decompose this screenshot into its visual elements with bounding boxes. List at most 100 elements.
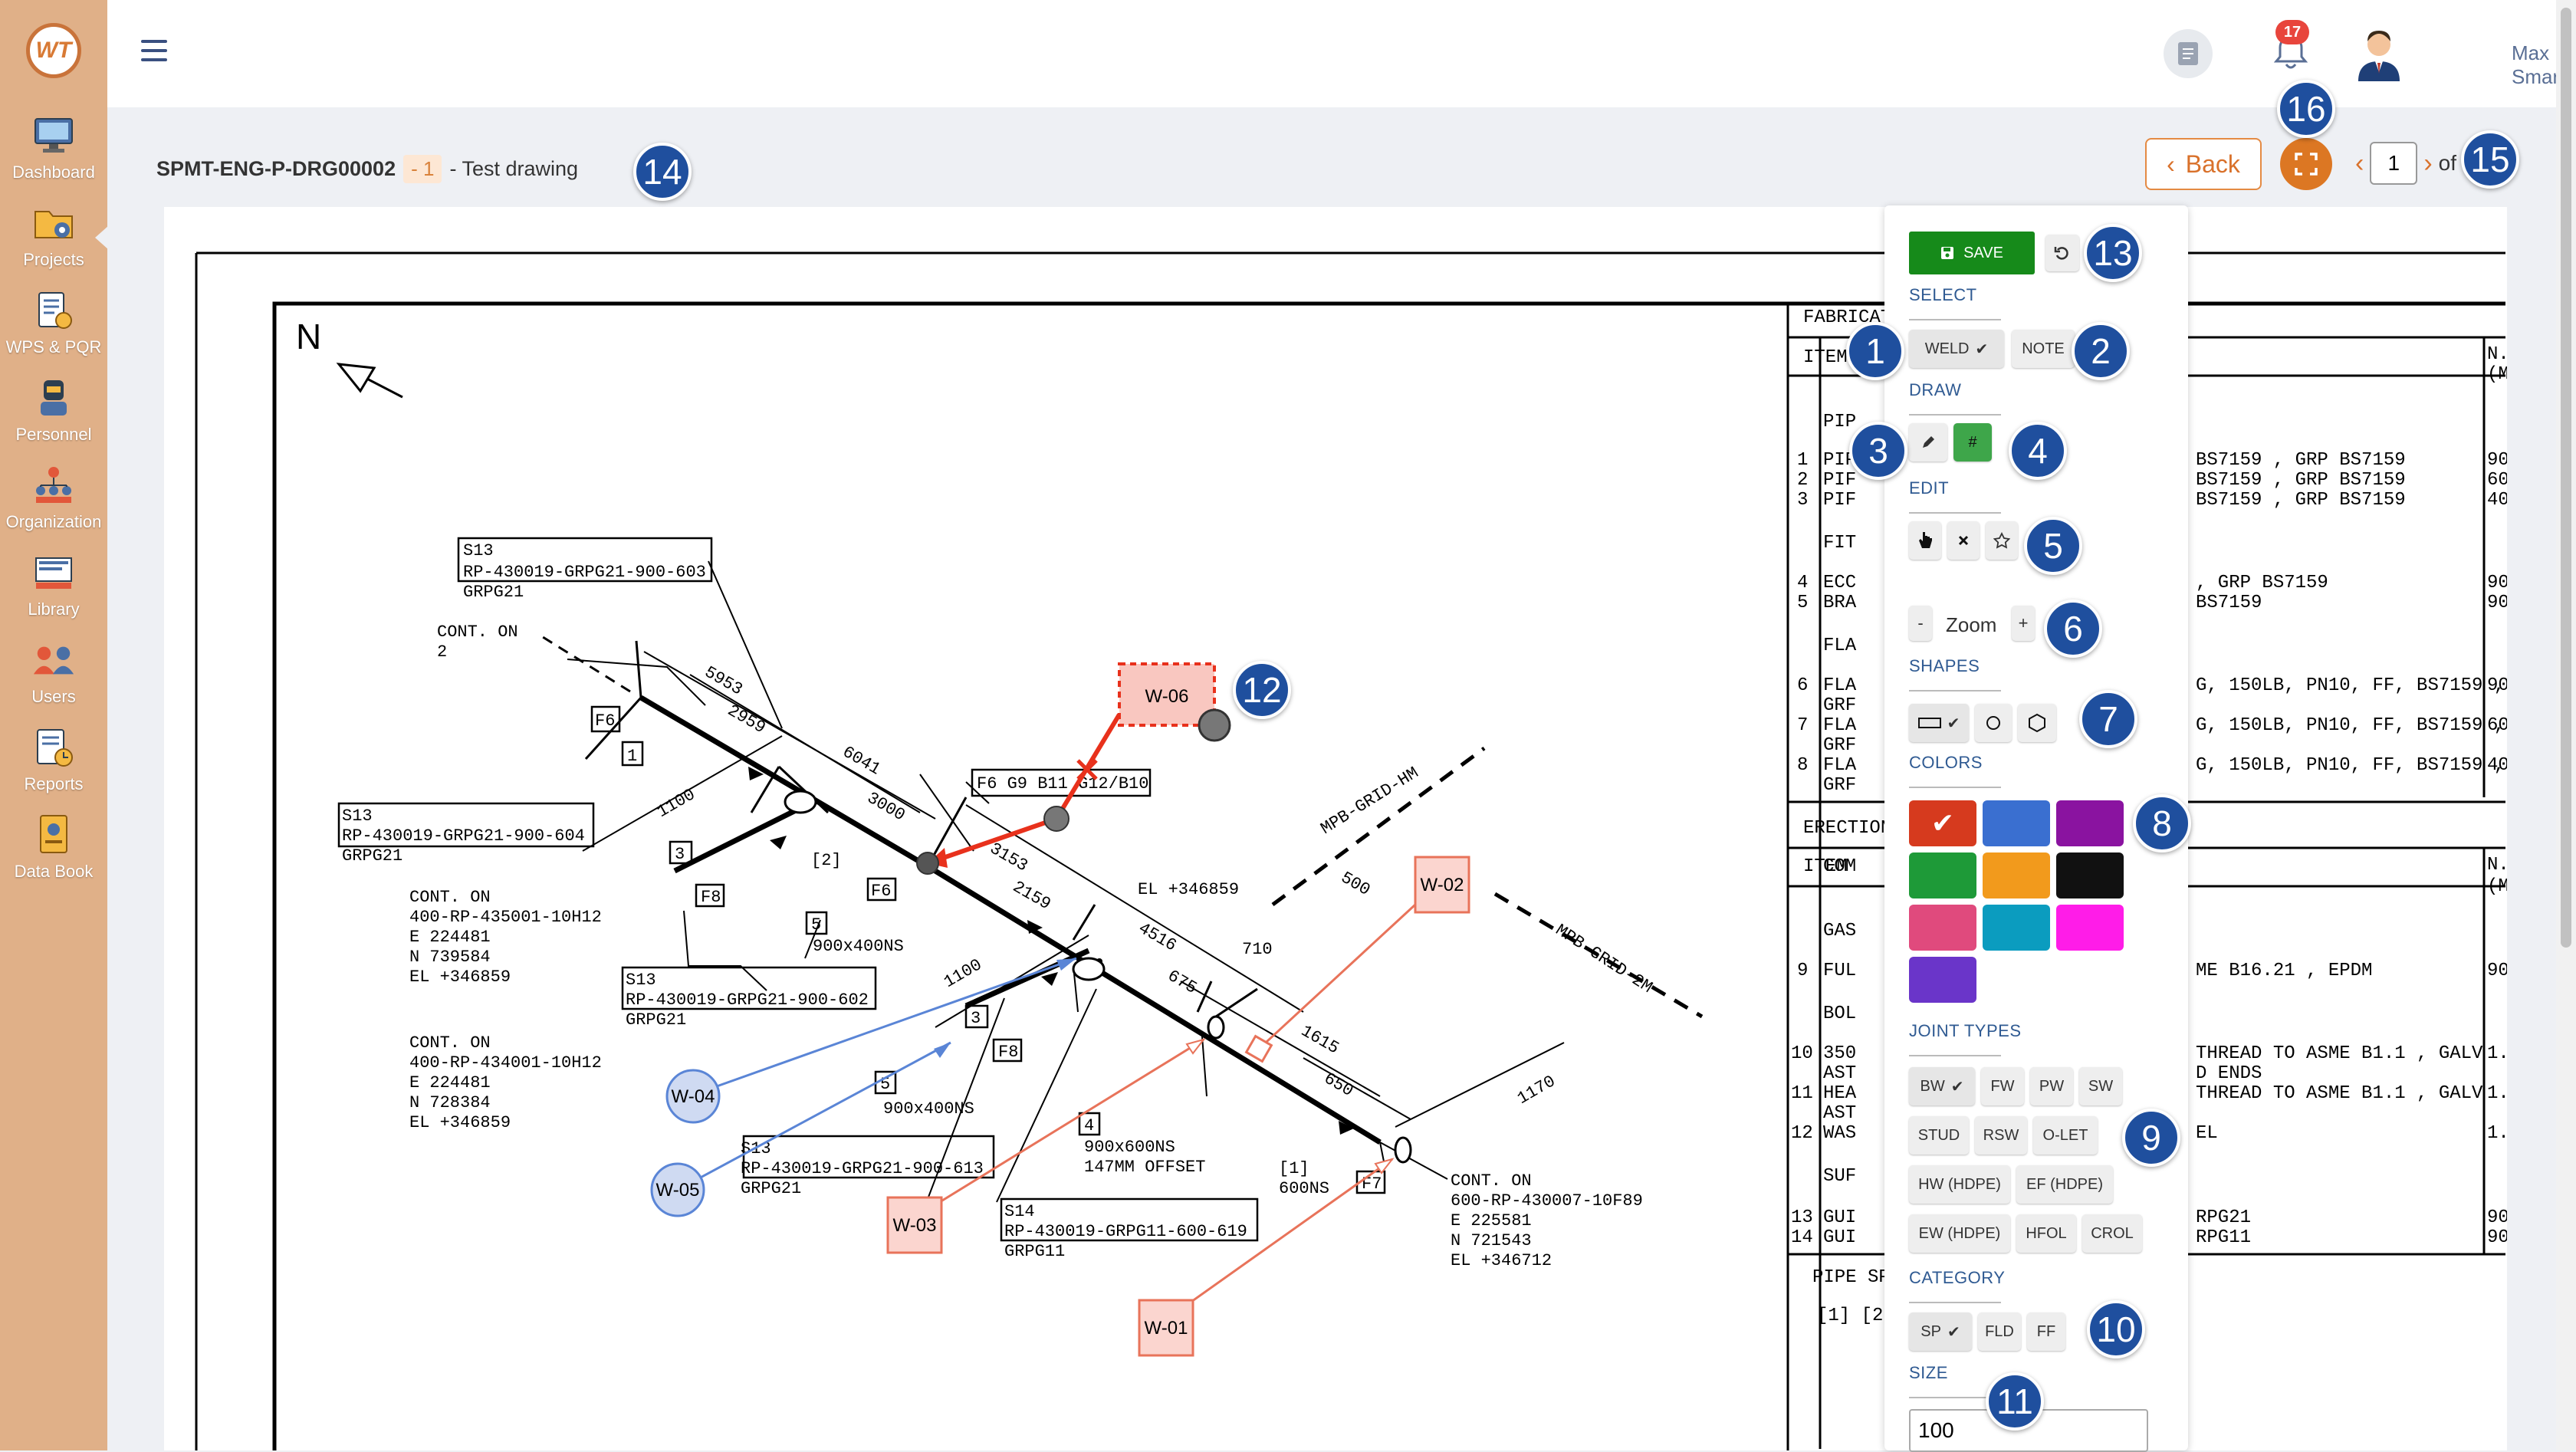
user-avatar[interactable] [2352,26,2406,81]
svg-text:WAS: WAS [1823,1123,1856,1144]
sidebar-label: Data Book [14,862,94,881]
svg-text:6041: 6041 [840,742,884,779]
svg-text:GRPG21: GRPG21 [342,846,402,866]
joint-olet-button[interactable]: O-LET [2033,1116,2098,1155]
user-name[interactable]: Max Smart [2512,41,2565,88]
svg-text:400-RP-435001-10H12: 400-RP-435001-10H12 [409,908,602,927]
joint-stud-button[interactable]: STUD [1909,1116,1969,1155]
sidebar-item-reports[interactable]: Reports [0,719,107,800]
color-swatch[interactable] [2056,905,2124,951]
shape-polygon-button[interactable] [2018,704,2056,742]
save-label: SAVE [1963,244,2003,261]
color-swatch[interactable] [1909,957,1976,1003]
sidebar-item-library[interactable]: Library [0,544,107,626]
draw-pencil-button[interactable] [1909,423,1947,462]
svg-text:12: 12 [1791,1123,1813,1144]
joint-ef-hdpe-button[interactable]: EF (HDPE) [2016,1165,2113,1204]
weld-tag-w04[interactable]: W-04 [665,1069,721,1124]
joint-ew-hdpe-button[interactable]: EW (HDPE) [1909,1214,2010,1253]
top-bar: 17 Max Smart ⌄ [107,0,2564,107]
hamburger-menu-icon[interactable] [141,40,167,63]
check-icon: ✔ [1947,715,1960,732]
sidebar-label: Projects [23,250,84,269]
svg-text:F6: F6 [871,882,891,901]
svg-text:3: 3 [1797,490,1808,511]
joint-hfol-button[interactable]: HFOL [2016,1214,2076,1253]
svg-text:FLA: FLA [1823,636,1857,656]
svg-text:EL +346859: EL +346859 [409,967,511,987]
page-number-input[interactable] [2370,142,2418,185]
back-button[interactable]: ‹Back [2145,138,2262,190]
undo-icon [2054,247,2068,260]
svg-text:900x600NS: 900x600NS [1084,1138,1175,1157]
weld-tag-w01[interactable]: W-01 [1138,1299,1194,1357]
zoom-out-button[interactable]: - [1909,606,1932,641]
select-note-button[interactable]: NOTE [2012,330,2075,368]
category-sp-button[interactable]: SP✔ [1909,1312,1972,1351]
document-icon[interactable] [2164,29,2213,78]
edit-delete-button[interactable] [1947,521,1980,560]
weld-tag-w06[interactable]: W-06 [1118,662,1231,742]
sidebar-label: Personnel [15,425,92,444]
color-swatch[interactable] [2056,800,2124,846]
color-swatch[interactable] [2056,852,2124,898]
joint-rsw-button[interactable]: RSW [1975,1116,2027,1155]
sidebar-item-personnel[interactable]: Personnel [0,370,107,451]
section-shapes-label: SHAPES [1909,656,1980,675]
sidebar-item-dashboard[interactable]: Dashboard [0,107,107,189]
callout-marker: 10 [2087,1300,2145,1358]
sidebar-item-wps-pqr[interactable]: WPS & PQR [0,282,107,363]
select-weld-button[interactable]: WELD✔ [1909,330,2004,368]
size-input[interactable] [1909,1409,2148,1452]
joint-fw-button[interactable]: FW [1981,1067,2024,1105]
svg-text:GRF: GRF [1823,735,1856,756]
svg-text:EL: EL [2196,1123,2218,1144]
svg-text:CONT. ON: CONT. ON [437,623,518,642]
category-ff-button[interactable]: FF [2027,1312,2065,1351]
category-fld-button[interactable]: FLD [1978,1312,2021,1351]
joint-sw-button[interactable]: SW [2079,1067,2122,1105]
joint-hw-hdpe-button[interactable]: HW (HDPE) [1909,1165,2010,1204]
svg-text:, GRP BS7159: , GRP BS7159 [2196,573,2328,593]
weld-tag-w05[interactable]: W-05 [650,1162,705,1217]
svg-text:PIF: PIF [1823,490,1856,511]
sidebar-item-projects[interactable]: Projects [0,195,107,276]
page-scrollbar-thumb[interactable] [2561,8,2571,948]
shape-rectangle-button[interactable]: ✔ [1909,704,1969,742]
color-swatch[interactable]: ✔ [1909,800,1976,846]
isometric-drawing[interactable]: N FABRICAT ITEM N. (M ERECTION ITEM COM … [164,207,2507,1450]
sidebar-item-organization[interactable]: Organization [0,457,107,538]
weld-tag-w03[interactable]: W-03 [886,1196,943,1254]
section-colors-label: COLORS [1909,753,1983,772]
color-swatch[interactable] [1909,852,1976,898]
callout-marker: 3 [1849,422,1907,480]
weld-tag-w02[interactable]: W-02 [1414,856,1470,914]
save-button[interactable]: SAVE [1909,232,2035,274]
svg-text:SUF: SUF [1823,1166,1856,1187]
fullscreen-button[interactable] [2280,138,2332,190]
color-swatch[interactable] [1983,800,2050,846]
color-swatch[interactable] [1983,905,2050,951]
weld-annotations: W-06 W-02 W-03 W-01 W-04 W-05 [650,662,1470,1357]
edit-move-button[interactable] [1909,521,1941,560]
joint-crol-button[interactable]: CROL [2082,1214,2142,1253]
undo-button[interactable] [2045,235,2079,271]
shape-circle-button[interactable] [1975,704,2012,742]
edit-favorite-button[interactable] [1986,521,2018,560]
check-icon: ✔ [1930,807,1955,839]
svg-text:CONT. ON: CONT. ON [409,888,491,907]
users-icon [32,639,75,681]
color-swatch[interactable] [1909,905,1976,951]
joint-pw-button[interactable]: PW [2030,1067,2073,1105]
next-page-icon[interactable]: › [2423,148,2433,178]
prev-page-icon[interactable]: ‹ [2355,148,2364,178]
sidebar-item-data-book[interactable]: Data Book [0,806,107,888]
draw-hash-button[interactable]: # [1953,423,1992,462]
svg-text:RPG11: RPG11 [2196,1227,2251,1248]
sidebar-item-users[interactable]: Users [0,632,107,713]
table-col: ITEM [1803,856,1848,877]
svg-text:GRF: GRF [1823,695,1856,716]
joint-bw-button[interactable]: BW✔ [1909,1067,1975,1105]
zoom-in-button[interactable]: + [2012,606,2035,641]
color-swatch[interactable] [1983,852,2050,898]
